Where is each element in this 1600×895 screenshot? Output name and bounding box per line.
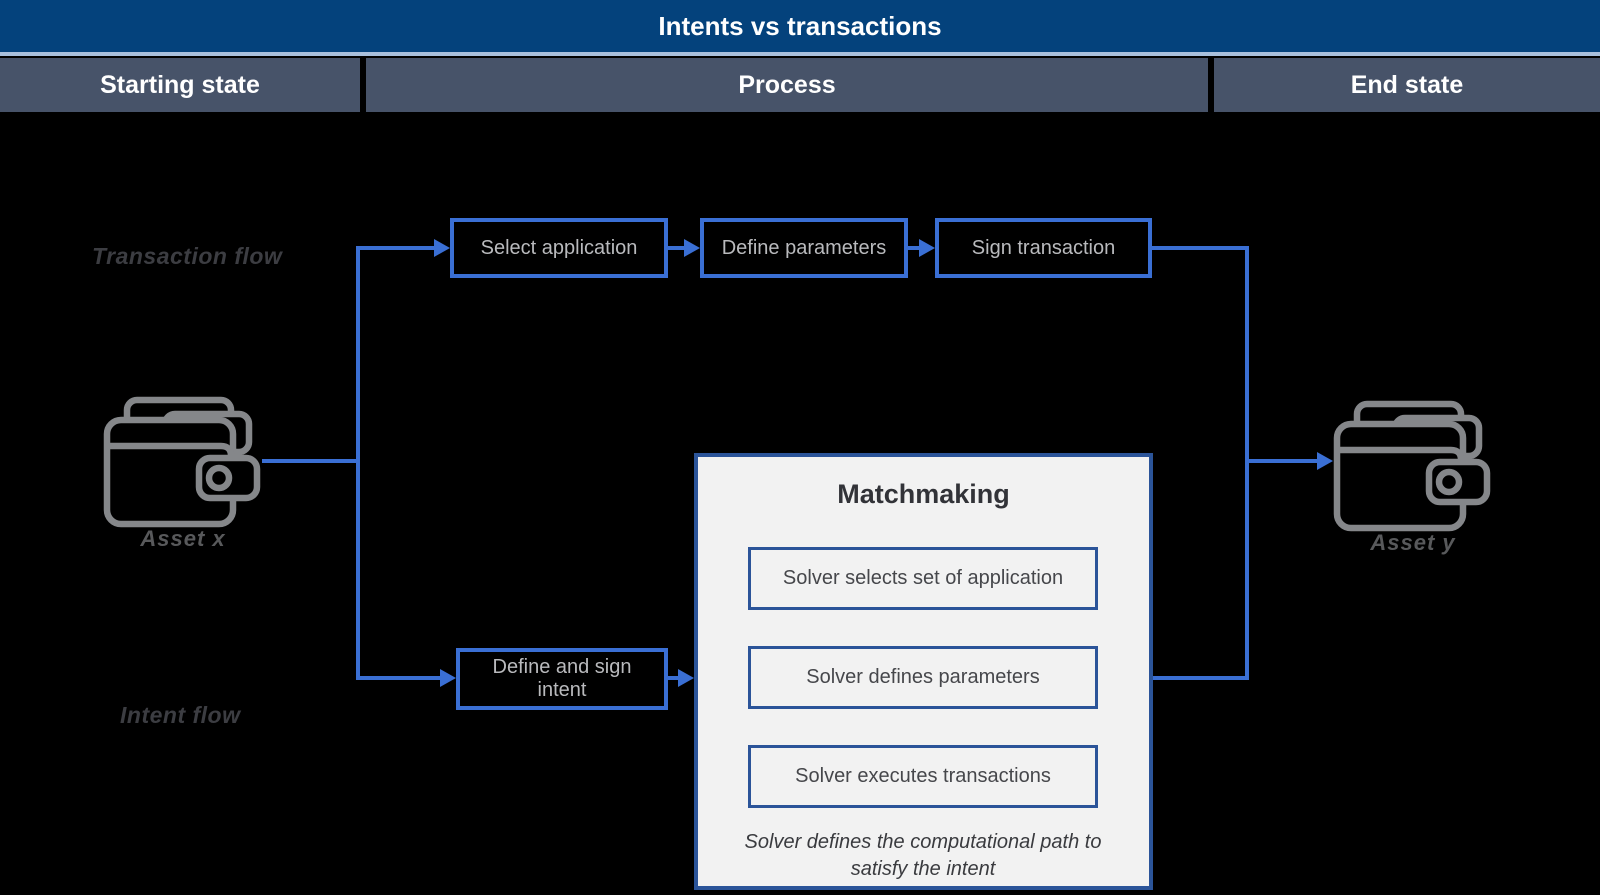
step-solver-executes-transactions: Solver executes transactions [748, 745, 1098, 808]
column-header-label: Starting state [100, 70, 260, 99]
transaction-flow-label: Transaction flow [92, 243, 283, 269]
connector-step1-step2 [668, 246, 684, 250]
step-solver-defines-parameters: Solver defines parameters [748, 646, 1098, 709]
wallet-icon [103, 396, 261, 528]
end-asset-label: Asset y [1370, 530, 1456, 555]
step-sign-transaction: Sign transaction [935, 218, 1152, 278]
diagram-title-bar: Intents vs transactions [0, 0, 1600, 52]
column-header-label: End state [1350, 70, 1464, 99]
connector-wallet-to-branch [262, 459, 358, 463]
step-label: Define parameters [721, 236, 887, 259]
arrowhead-into-matchmaking [678, 669, 694, 687]
arrowhead-into-define-parameters [684, 239, 700, 257]
intent-flow-label: Intent flow [120, 702, 241, 728]
diagram-title: Intents vs transactions [658, 10, 942, 41]
arrowhead-into-select-application [434, 239, 450, 257]
connector-intent-to-matchmaking [668, 676, 678, 680]
column-header-process: Process [366, 58, 1208, 112]
arrowhead-into-end-wallet [1317, 452, 1333, 470]
step-select-application: Select application [450, 218, 668, 278]
matchmaking-caption: Solver defines the computational path to… [744, 831, 1102, 880]
wallet-icon [1333, 400, 1491, 532]
connector-right-vertical [1245, 246, 1249, 680]
arrowhead-into-define-sign-intent [440, 669, 456, 687]
matchmaking-panel: Matchmaking Solver selects set of applic… [694, 453, 1153, 890]
column-header-end-state: End state [1214, 58, 1600, 112]
connector-to-end-wallet [1249, 459, 1317, 463]
step-label: Sign transaction [971, 236, 1116, 259]
connector-step2-step3 [908, 246, 919, 250]
column-header-label: Process [738, 70, 836, 99]
step-define-and-sign-intent: Define and sign intent [456, 648, 668, 710]
step-label: Select application [480, 236, 638, 259]
step-solver-selects-applications: Solver selects set of application [748, 547, 1098, 610]
connector-left-vertical [356, 246, 360, 680]
step-label: Solver executes transactions [795, 765, 1051, 787]
matchmaking-title: Matchmaking [837, 479, 1010, 509]
connector-matchmaking-exit [1153, 676, 1249, 680]
step-define-parameters: Define parameters [700, 218, 908, 278]
column-header-starting-state: Starting state [0, 58, 360, 112]
start-asset-label: Asset x [140, 526, 226, 551]
step-label: Define and sign intent [492, 656, 632, 701]
connector-sign-transaction-exit [1152, 246, 1249, 250]
step-label: Solver defines parameters [806, 666, 1040, 688]
connector-top-branch [356, 246, 434, 250]
title-underline [0, 52, 1600, 56]
connector-bottom-branch [356, 676, 440, 680]
arrowhead-into-sign-transaction [919, 239, 935, 257]
step-label: Solver selects set of application [782, 567, 1064, 589]
